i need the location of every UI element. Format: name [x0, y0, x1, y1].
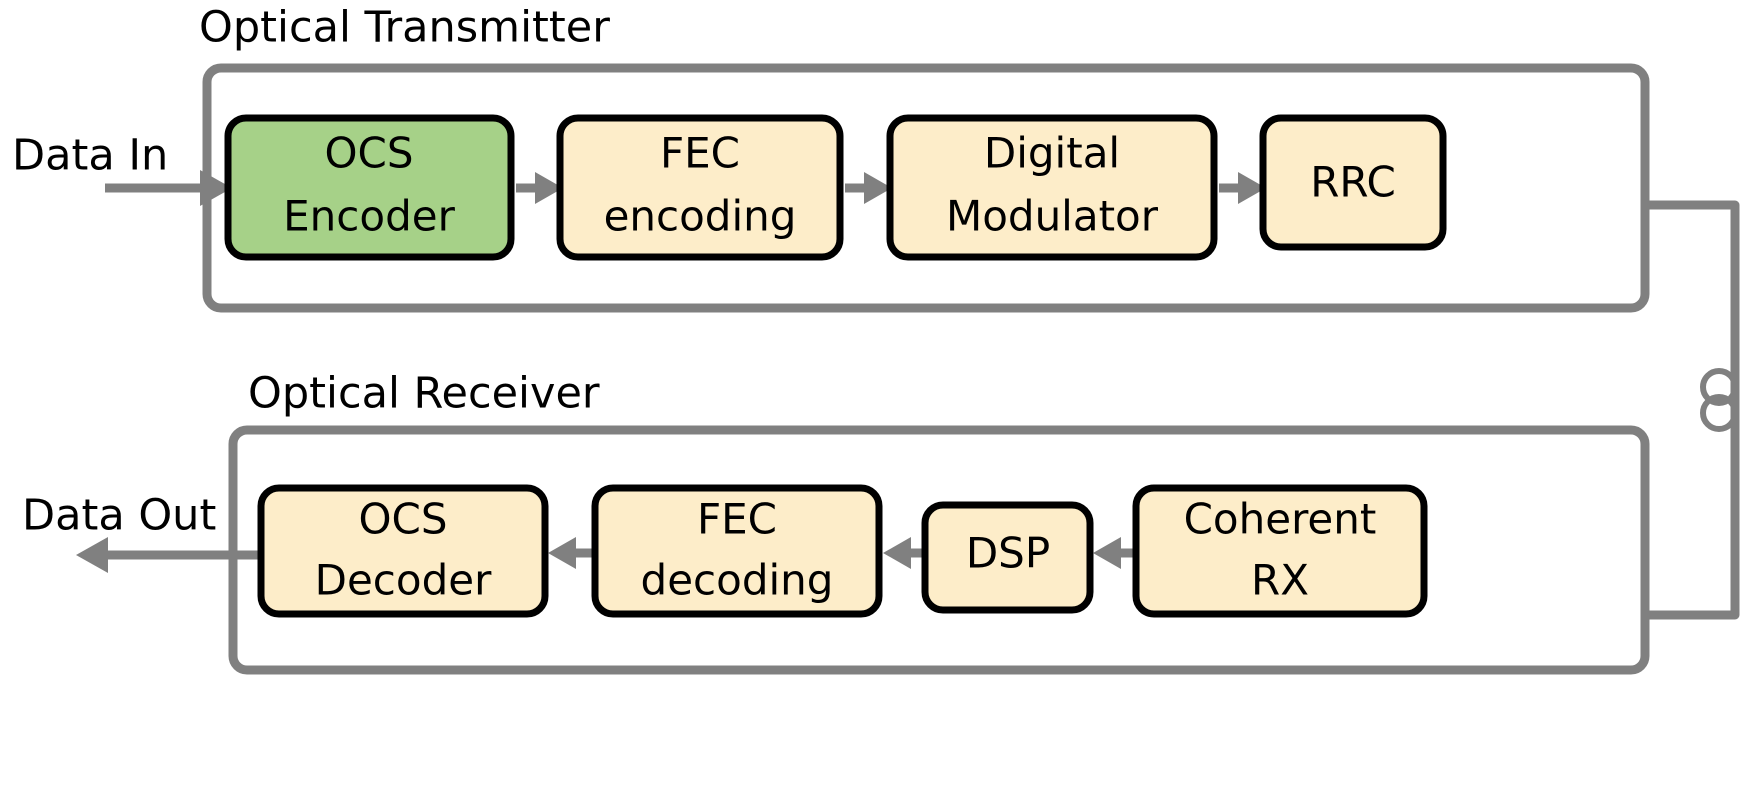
tx-arrowhead-3 [1238, 172, 1266, 204]
digital-modulator-label-line2: Modulator [946, 192, 1159, 241]
data-in-arrowhead [200, 170, 232, 206]
node-digital-modulator[interactable]: Digital Modulator [886, 114, 1218, 261]
fec-decoding-box[interactable] [591, 484, 883, 618]
data-in-label: Data In [12, 131, 168, 181]
data-out-arrowhead [76, 537, 108, 573]
node-fec-encoding[interactable]: FEC encoding [556, 114, 844, 261]
receiver-group: Optical Receiver [228, 369, 1650, 675]
transmitter-title: Optical Transmitter [199, 3, 610, 53]
ocs-encoder-label-line1: OCS [324, 129, 413, 178]
rrc-box[interactable] [1259, 114, 1447, 251]
dsp-label: DSP [966, 529, 1050, 578]
ocs-decoder-box[interactable] [257, 484, 549, 618]
fec-encoding-box[interactable] [556, 114, 844, 261]
fec-decoding-label-line2: decoding [641, 556, 834, 605]
ocs-decoder-label-line2: Decoder [315, 556, 492, 605]
ocs-decoder-label-line1: OCS [358, 495, 447, 544]
coherent-rx-label-line2: RX [1251, 556, 1309, 605]
ocs-encoder-label-line2: Encoder [283, 192, 455, 241]
tx-arrowhead-1 [535, 172, 563, 204]
dsp-box[interactable] [921, 501, 1094, 614]
receiver-frame [228, 425, 1650, 675]
rx-arrowhead-1 [548, 537, 576, 569]
node-coherent-rx[interactable]: Coherent RX [1132, 484, 1428, 618]
node-rrc[interactable]: RRC [1259, 114, 1447, 251]
ocs-encoder-box[interactable] [224, 114, 515, 261]
rx-arrowhead-2 [883, 537, 911, 569]
coherent-rx-box[interactable] [1132, 484, 1428, 618]
node-fec-decoding[interactable]: FEC decoding [591, 484, 883, 618]
tx-arrowhead-2 [864, 172, 892, 204]
rx-arrowhead-3 [1093, 537, 1121, 569]
node-dsp[interactable]: DSP [921, 501, 1094, 614]
fiber-coil-icon [1700, 368, 1738, 432]
node-ocs-decoder[interactable]: OCS Decoder [257, 484, 549, 618]
rrc-label: RRC [1310, 158, 1396, 207]
coherent-rx-label-line1: Coherent [1184, 495, 1377, 544]
fiber-link-wire [1645, 200, 1740, 620]
digital-modulator-label-line1: Digital [984, 129, 1120, 178]
fec-encoding-label-line1: FEC [660, 129, 740, 178]
data-out-label: Data Out [22, 491, 216, 541]
receiver-title: Optical Receiver [248, 369, 600, 419]
node-ocs-encoder[interactable]: OCS Encoder [224, 114, 515, 261]
digital-modulator-box[interactable] [886, 114, 1218, 261]
fec-decoding-label-line1: FEC [697, 495, 777, 544]
fec-encoding-label-line2: encoding [604, 192, 797, 241]
